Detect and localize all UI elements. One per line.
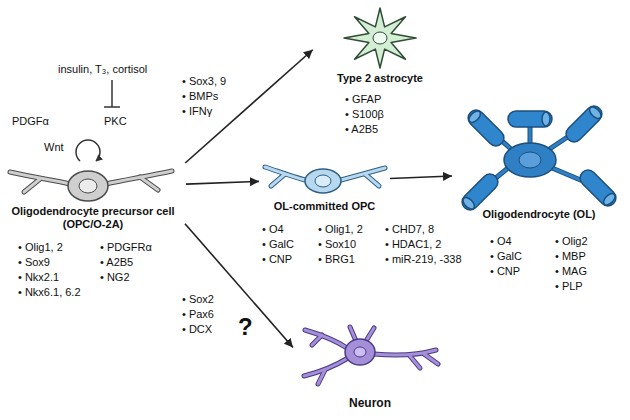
neuron-cell — [304, 327, 438, 384]
marker-label: • Nkx2.1 — [18, 270, 59, 284]
marker-label: • Nkx6.1, 6.2 — [18, 285, 81, 299]
marker-label: • GalC — [490, 249, 522, 263]
marker-label: • Olig2 — [555, 234, 588, 248]
marker-label: Wnt — [44, 140, 64, 154]
marker-label: • S100β — [345, 107, 384, 121]
marker-label: • Pax6 — [182, 307, 214, 321]
marker-label: insulin, T₃, cortisol — [58, 62, 147, 76]
question-mark: ? — [238, 314, 253, 340]
marker-label: • O4 — [262, 222, 284, 236]
marker-label: • GFAP — [345, 92, 381, 106]
committed-cell-node: OL-committed OPC — [262, 160, 387, 213]
precursor-cell: Oligodendrocyte precursor cell (OPC/O-2A… — [3, 165, 183, 231]
cell-name: OL-committed OPC — [262, 200, 387, 213]
cell-name: Neuron — [295, 396, 445, 410]
marker-label: • Sox9 — [18, 255, 50, 269]
astrocyte-cell — [344, 8, 416, 68]
oligodendrocyte-cell — [459, 103, 619, 213]
self-renewal-arrow — [76, 140, 100, 161]
marker-label: • A2B5 — [100, 255, 133, 269]
transition-arrow — [186, 181, 259, 184]
marker-label: • Olig1, 2 — [318, 222, 363, 236]
cell-name: Oligodendrocyte precursor cell (OPC/O-2A… — [3, 205, 183, 231]
marker-label: • GalC — [262, 237, 294, 251]
transition-arrow — [390, 176, 452, 178]
marker-label: • NG2 — [100, 270, 130, 284]
marker-label: • Sox3, 9 — [182, 74, 226, 88]
oligodendrocyte-node: Oligodendrocyte (OL) — [455, 108, 623, 221]
cell-name: Type 2 astrocyte — [315, 72, 445, 85]
marker-label: • HDAC1, 2 — [385, 237, 441, 251]
marker-label: • miR-219, -338 — [385, 252, 462, 266]
cell-name: Oligodendrocyte (OL) — [455, 208, 623, 221]
marker-label: • MAG — [555, 264, 587, 278]
neuron-node: Neuron — [295, 320, 445, 410]
marker-label: PDGFα — [12, 114, 49, 128]
marker-label: • BMPs — [182, 89, 218, 103]
astrocyte-cell-node: Type 2 astrocyte — [315, 2, 445, 85]
marker-label: • IFNγ — [182, 104, 212, 118]
marker-label: • DCX — [182, 322, 212, 336]
opc-cell — [10, 171, 172, 201]
marker-label: • BRG1 — [318, 252, 355, 266]
marker-label: PKC — [104, 114, 127, 128]
marker-label: • Sox10 — [318, 237, 356, 251]
committed-opc-cell — [265, 167, 385, 193]
marker-label: • O4 — [490, 234, 512, 248]
marker-label: • CHD7, 8 — [385, 222, 434, 236]
inhibition-line — [104, 80, 120, 107]
marker-label: • PDGFRα — [100, 240, 152, 254]
marker-label: • PLP — [555, 279, 583, 293]
marker-label: • A2B5 — [345, 122, 378, 136]
marker-label: • CNP — [262, 252, 292, 266]
marker-label: • MBP — [555, 249, 586, 263]
marker-label: • Olig1, 2 — [18, 240, 63, 254]
marker-label: • CNP — [490, 264, 520, 278]
marker-label: • Sox2 — [182, 292, 214, 306]
